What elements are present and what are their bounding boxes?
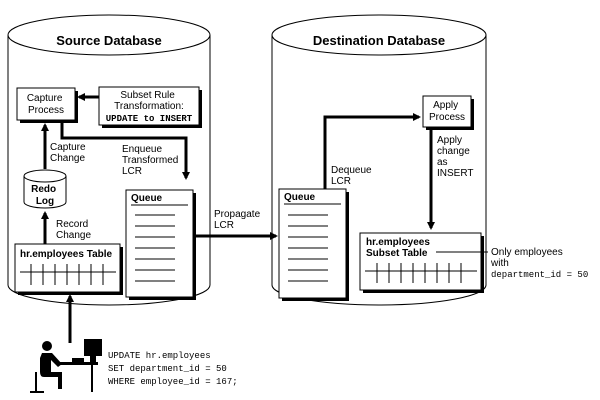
note-text: Only employees with [490,247,565,269]
destination-queue-lines [284,203,341,282]
redo-log-label: Redo Log [31,184,59,207]
source-database-title: Source Database [56,33,162,48]
source-queue-label: Queue [131,193,163,204]
redo-log-cylinder [23,169,67,209]
sql-statement: UPDATE hr.employees SET department_id = … [108,351,238,387]
destination-queue [278,188,347,299]
apply-change-label: Apply change as INSERT [437,135,474,179]
destination-database-title: Destination Database [313,33,445,48]
capture-change-label: Capture Change [50,142,88,164]
note-code: department_id = 50 [491,270,588,280]
transformation-code: UPDATE to INSERT [106,114,193,124]
source-queue-lines [131,204,188,282]
dequeue-arrow [323,113,421,189]
destination-table-grid [365,263,477,283]
capture-process-box [16,87,76,121]
transformation-label: Subset Rule Transformation: [114,90,184,112]
source-table-grid [20,264,116,285]
propagate-label: Propagate LCR [214,209,263,231]
enqueue-arrow [60,123,190,180]
capture-process-label: Capture Process [27,93,65,116]
subset-rule-transformation-box [98,86,200,126]
subset-table-label: hr.employees Subset Table [366,237,433,259]
enqueue-label: Enqueue Transformed LCR [122,144,181,177]
user-at-computer-icon [30,339,102,393]
source-queue [125,189,194,298]
dequeue-label: Dequeue LCR [331,165,374,187]
source-table-label: hr.employees Table [20,249,113,260]
apply-process-label: Apply Process [429,100,465,123]
record-change-label: Record Change [56,219,91,241]
destination-queue-label: Queue [284,192,316,203]
apply-process-box [422,95,472,128]
